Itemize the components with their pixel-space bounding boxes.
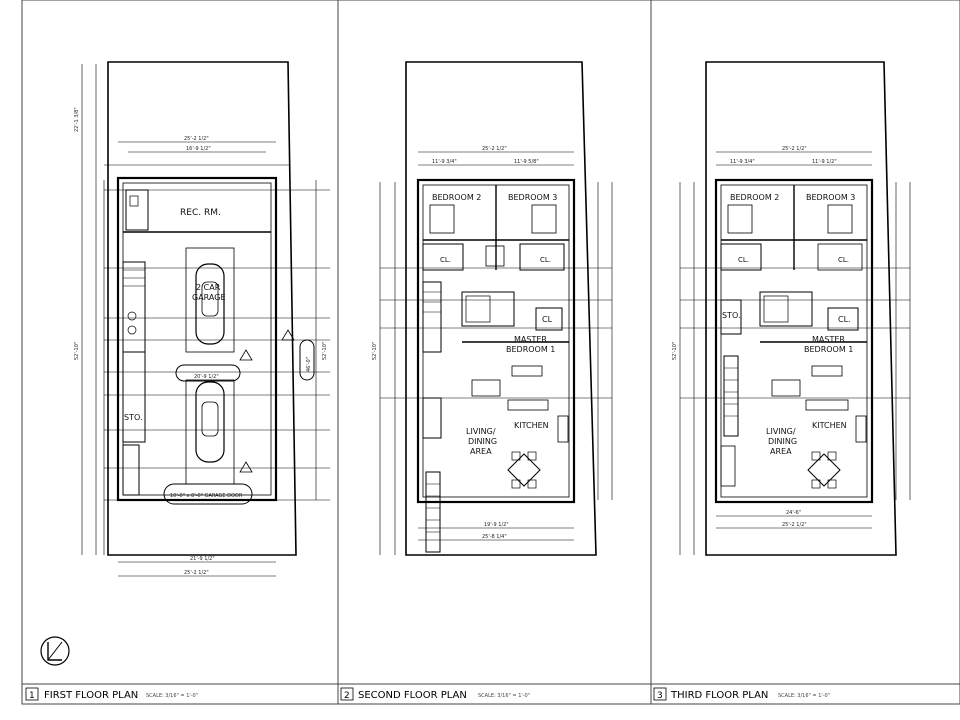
dimension: 11'-9 1/2": [812, 159, 837, 165]
lot-outline: [107, 61, 297, 556]
dimension: 20'-9 1/2": [194, 374, 219, 380]
counter-icon: [805, 399, 849, 411]
room-label: MASTER: [514, 335, 547, 344]
room-label: BEDROOM 3: [508, 193, 557, 202]
revision-triangle-icon: [239, 461, 253, 473]
tub-icon: [465, 295, 491, 323]
bed-icon: [727, 204, 753, 234]
dimension: 21'-9 1/2": [190, 556, 215, 562]
counter-icon: [507, 399, 549, 411]
plan-scale: SCALE: 3/16" = 1'-0": [146, 693, 198, 699]
car-1-icon: [195, 263, 225, 345]
room-label: KITCHEN: [812, 421, 847, 430]
title-block-2: 2 SECOND FLOOR PLAN SCALE: 3/16" = 1'-0": [340, 687, 530, 701]
room-label: BEDROOM 1: [506, 345, 555, 354]
revision-triangle-icon: [281, 329, 295, 341]
room-label: REC. RM.: [180, 208, 221, 218]
second-floor-plan: BEDROOM 2 BEDROOM 3 CL. CL. CL MASTER BE…: [372, 61, 613, 556]
room-label: AREA: [470, 447, 492, 456]
dimension: 52'-10": [322, 342, 328, 360]
dimension: 22'-1 3/8": [74, 107, 80, 132]
dimension: 52'-10": [372, 342, 378, 360]
room-label: BEDROOM 3: [806, 193, 855, 202]
room-label: MASTER: [812, 335, 845, 344]
dimension: 11'-9 5/8": [514, 159, 539, 165]
north-arrow-icon: [40, 636, 70, 666]
dimension: 16'-9 1/2": [186, 146, 211, 152]
revision-cloud: [163, 483, 253, 505]
dining-table-icon: [807, 451, 841, 489]
room-label: GARAGE: [192, 293, 226, 302]
sofa-icon: [471, 379, 501, 397]
room-label: BEDROOM 2: [432, 193, 481, 202]
room-label: CL.: [440, 256, 451, 264]
dimension: 19'-9 1/2": [484, 522, 509, 528]
dimension: 11'-9 3/4": [432, 159, 457, 165]
dimension: 24'-6": [786, 510, 801, 516]
room-label: LIVING/: [766, 427, 796, 436]
title-block-3: 3 THIRD FLOOR PLAN SCALE: 3/16" = 1'-0": [653, 687, 830, 701]
room-label: CL: [542, 315, 553, 324]
room-label: BEDROOM 1: [804, 345, 853, 354]
room-label: BEDROOM 2: [730, 193, 779, 202]
dimension: 25'-2 1/2": [482, 146, 507, 152]
room-label: 2 CAR: [196, 283, 221, 292]
room-label: AREA: [770, 447, 792, 456]
sofa-icon: [771, 379, 801, 397]
dimension: 25'-2 1/2": [782, 522, 807, 528]
dimension: 25'-2 1/2": [184, 570, 209, 576]
room-label: KITCHEN: [514, 421, 549, 430]
sofa-icon: [720, 445, 736, 487]
room-label: CL.: [838, 256, 849, 264]
car-2-icon: [195, 381, 225, 463]
garage-door-label: 10'-0" x 8'-0" GARAGE DOOR: [170, 493, 243, 499]
plan-number: 1: [29, 691, 35, 701]
room-label: CL.: [838, 315, 851, 324]
lot-outline: [405, 61, 597, 556]
dining-table-icon: [507, 451, 541, 489]
bed-icon: [531, 204, 557, 234]
title-block-1: 1 FIRST FLOOR PLAN SCALE: 3/16" = 1'-0": [25, 687, 198, 701]
revision-triangle-icon: [239, 349, 253, 361]
sheet-border: [21, 0, 960, 705]
bed-icon: [429, 204, 455, 234]
revision-cloud: [175, 364, 241, 382]
plan-number: 2: [344, 691, 350, 701]
plan-number: 3: [657, 691, 663, 701]
dimension: 25'-2 1/2": [184, 136, 209, 142]
tub-icon: [763, 295, 789, 323]
dimension: 25'-8 1/4": [482, 534, 507, 540]
revision-cloud: [299, 339, 315, 381]
room-label: CL.: [738, 256, 749, 264]
plan-scale: SCALE: 3/16" = 1'-0": [778, 693, 830, 699]
lot-outline: [705, 61, 897, 556]
building-walls: [116, 176, 278, 502]
dimension: 25'-2 1/2": [782, 146, 807, 152]
dimension: 52'-10": [672, 342, 678, 360]
room-label: DINING: [468, 437, 497, 446]
third-floor-plan: BEDROOM 2 BEDROOM 3 CL. CL. CL. STO. MAS…: [672, 61, 911, 556]
dimension: 11'-9 3/4": [730, 159, 755, 165]
bed-icon: [827, 204, 853, 234]
plan-title: SECOND FLOOR PLAN: [358, 690, 467, 701]
plan-title: FIRST FLOOR PLAN: [44, 690, 138, 701]
building-walls: [714, 178, 874, 504]
building-walls: [416, 178, 576, 504]
room-label: STO.: [124, 413, 142, 422]
room-label: CL.: [540, 256, 551, 264]
plan-title: THIRD FLOOR PLAN: [670, 690, 768, 701]
plan-scale: SCALE: 3/16" = 1'-0": [478, 693, 530, 699]
dimension: 46'-0": [306, 357, 312, 372]
room-label: STO.: [722, 311, 740, 320]
room-label: DINING: [768, 437, 797, 446]
room-label: LIVING/: [466, 427, 496, 436]
dimension: 52'-10": [74, 342, 80, 360]
first-floor-plan: REC. RM. 2 CAR GARAGE STO. 10'-0" x 8'-0…: [40, 61, 330, 666]
